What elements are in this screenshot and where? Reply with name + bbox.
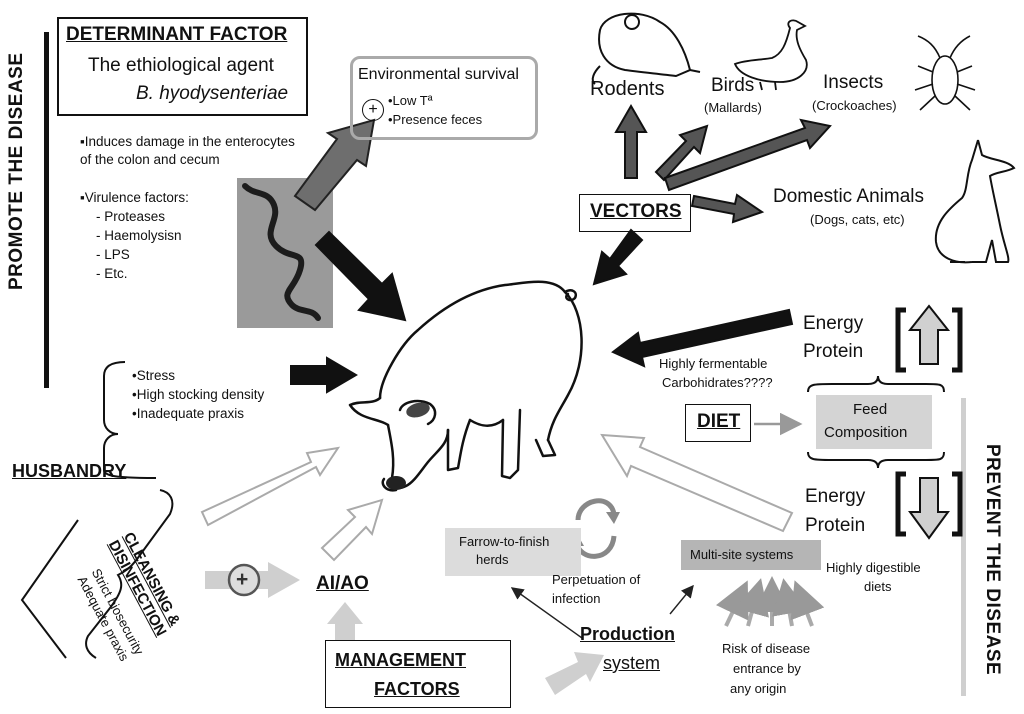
husbandry-item: •Stress [132,368,175,383]
damage-text-2: of the colon and cecum [80,152,220,167]
increase-indicator [895,304,963,373]
promote-bar [44,32,49,388]
farrow-box [445,528,581,576]
production-label-1: Production [580,624,675,644]
determinant-species: B. hyodysenteriae [136,83,289,104]
risk-text-3: any origin [730,681,787,696]
virulence-item: - Proteases [96,209,166,224]
virulence-item: - Etc. [96,266,128,281]
arrow-to-birds [654,124,709,182]
arrow-to-insects [663,118,832,192]
husbandry-item: •High stocking density [132,387,265,402]
arrow-to-rodents [614,103,648,179]
environment-item: •Presence feces [388,112,483,127]
cleansing-plus-circle [227,563,261,597]
diet-top-brace [807,375,945,393]
arrow-husbandry-to-pig [290,356,358,394]
management-label-2: FACTORS [374,679,460,699]
aiao-label: AI/AO [316,573,369,594]
perpetuation-2: infection [552,591,601,606]
arrow-to-production [545,652,604,695]
husbandry-label: HUSBANDRY [12,461,127,481]
pig-ear [406,402,430,418]
perpetuation-1: Perpetuation of [552,572,641,587]
risk-text-1: Risk of disease [722,641,811,656]
domestic-sub: (Dogs, cats, etc) [810,212,905,227]
multisite-box [681,540,821,570]
arrow-diet-to-pig [611,308,794,368]
insects-label: Insects [823,72,884,93]
energy-up-label: Energy [803,313,864,334]
environment-title: Environmental survival [358,66,519,83]
risk-text-2: entrance by [733,661,801,676]
farrow-label-1: Farrow-to-finish [459,534,550,549]
management-label-1: MANAGEMENT [335,650,466,670]
determinant-title: DETERMINANT FACTOR [66,24,288,45]
cleansing-plus-icon: + [236,568,249,591]
arrow-multisite-outline [600,433,794,533]
protein-down-label: Protein [805,515,866,536]
husbandry-brace [103,361,157,479]
arrow-production-to-multisite [669,584,694,615]
diet-bottom-brace [807,451,945,469]
virulence-item: - Haemolysisn [96,228,182,243]
arrow-aiao-outline [320,498,384,562]
pig-snout [386,476,406,490]
multisite-label: Multi-site systems [690,547,794,562]
prevent-bar [961,398,966,696]
feed-composition-box [816,395,932,449]
determinant-subtitle: The ethiological agent [88,55,274,76]
dog-illustration [934,139,1016,264]
production-label-2: system [603,653,661,673]
damage-text-1: ▪Induces damage in the enterocytes [80,134,295,149]
digestible-2: diets [864,579,892,594]
cycle-head-1 [606,512,620,524]
arrow-bacterium-to-pig [314,230,407,322]
arrow-production-to-farrow [510,587,583,639]
virulence-item: - LPS [96,247,130,262]
cycle-icon [573,498,617,559]
fermentable-2: Carbohidrates???? [662,375,773,390]
feed-label-1: Feed [853,401,888,418]
farrow-label-2: herds [476,552,509,567]
promote-side-label: PROMOTE THE DISEASE [6,52,27,290]
cockroach-illustration [914,35,976,111]
digestible-1: Highly digestible [826,560,921,575]
arrow-vectors-to-pig [592,228,644,286]
diet-box [685,404,751,442]
arrow-to-environment [293,118,376,212]
vectors-box [579,194,691,232]
decrease-indicator [895,471,963,540]
prevent-side-label: PREVENT THE DISEASE [982,444,1003,676]
birds-label: Birds [711,75,755,96]
arrow-management-to-aiao [327,602,363,640]
energy-down-label: Energy [805,486,866,507]
environment-plus-icon: + [362,99,384,121]
environment-box [350,56,538,140]
rodents-label: Rodents [590,78,665,100]
bacterium-image [237,178,333,328]
duck-illustration [733,19,808,91]
pig-illustration [348,280,583,492]
cleansing-brace [85,489,174,659]
birds-sub: (Mallards) [704,100,762,115]
determinant-factor-box [57,17,308,116]
vectors-label: VECTORS [590,201,682,222]
husbandry-item: •Inadequate praxis [132,406,245,421]
cleansing-bracket-left [20,519,79,659]
environment-item: •Low Tª [388,93,433,108]
domestic-label: Domestic Animals [773,186,924,207]
insects-sub: (Crockoaches) [812,98,897,113]
rodent-illustration [591,12,701,85]
arrow-husbandry-outline [200,446,341,527]
fermentable-1: Highly fermentable [659,356,768,371]
virulence-title: ▪Virulence factors: [80,190,189,205]
risk-arrows [715,576,825,627]
protein-up-label: Protein [803,341,864,362]
feed-label-2: Composition [824,424,908,441]
arrow-to-domestic [690,193,765,224]
management-box [325,640,511,708]
diet-label: DIET [697,411,741,432]
